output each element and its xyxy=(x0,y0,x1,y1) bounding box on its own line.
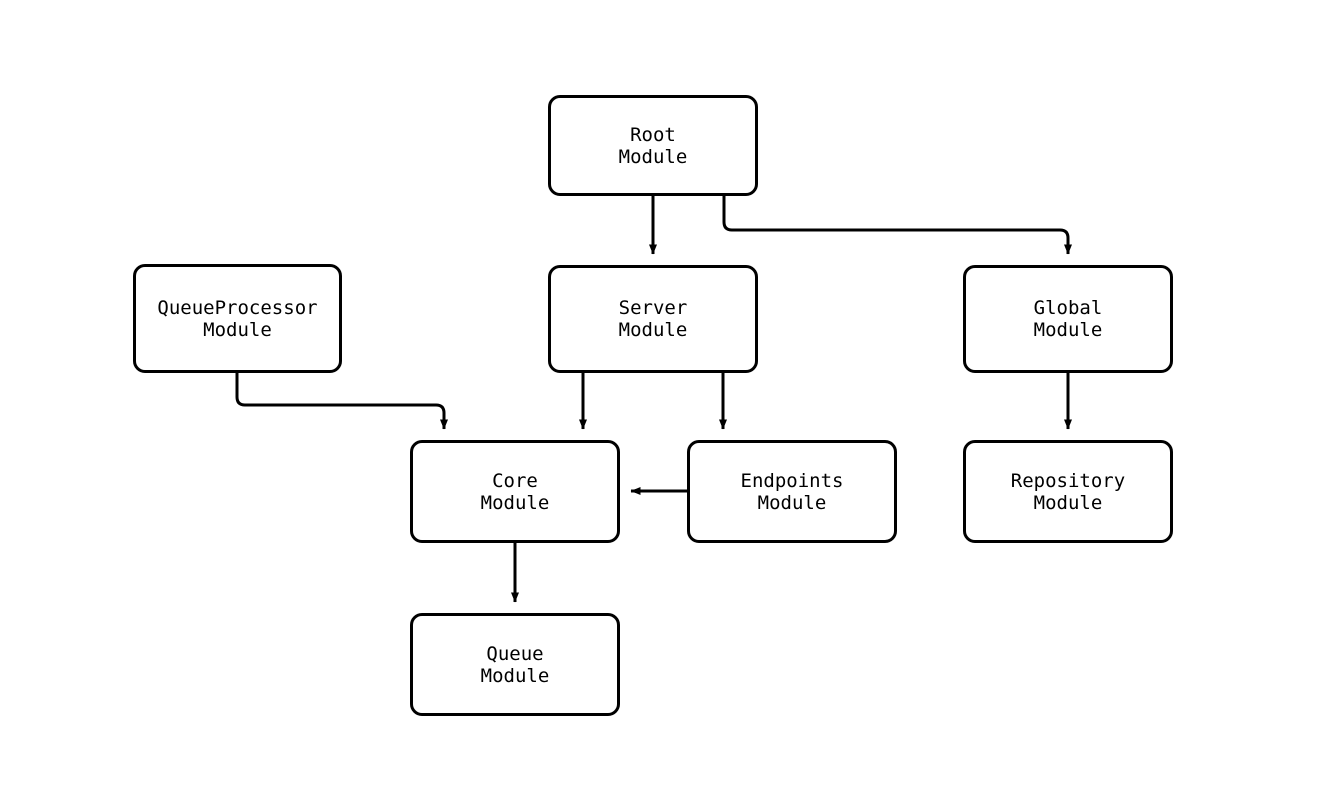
node-global-label: Global Module xyxy=(1033,297,1103,341)
node-root[interactable]: Root Module xyxy=(548,95,758,196)
node-endpoints[interactable]: Endpoints Module xyxy=(687,440,897,543)
node-server-label: Server Module xyxy=(618,297,688,341)
node-core-label: Core Module xyxy=(480,469,550,514)
node-queueprocessor-label: QueueProcessor Module xyxy=(157,296,318,341)
edge-root-to-global xyxy=(722,196,1072,255)
node-endpoints-label: Endpoints Module xyxy=(740,469,844,514)
node-global[interactable]: Global Module xyxy=(963,265,1173,373)
node-queue-label: Queue Module xyxy=(480,642,550,687)
node-queue[interactable]: Queue Module xyxy=(410,613,620,716)
edge-queueprocessor-to-core xyxy=(235,373,448,430)
node-root-label: Root Module xyxy=(618,123,688,168)
node-server[interactable]: Server Module xyxy=(548,265,758,373)
node-queueprocessor[interactable]: QueueProcessor Module xyxy=(133,264,342,373)
node-repository[interactable]: Repository Module xyxy=(963,440,1173,543)
node-core[interactable]: Core Module xyxy=(410,440,620,543)
node-repository-label: Repository Module xyxy=(1010,469,1126,514)
